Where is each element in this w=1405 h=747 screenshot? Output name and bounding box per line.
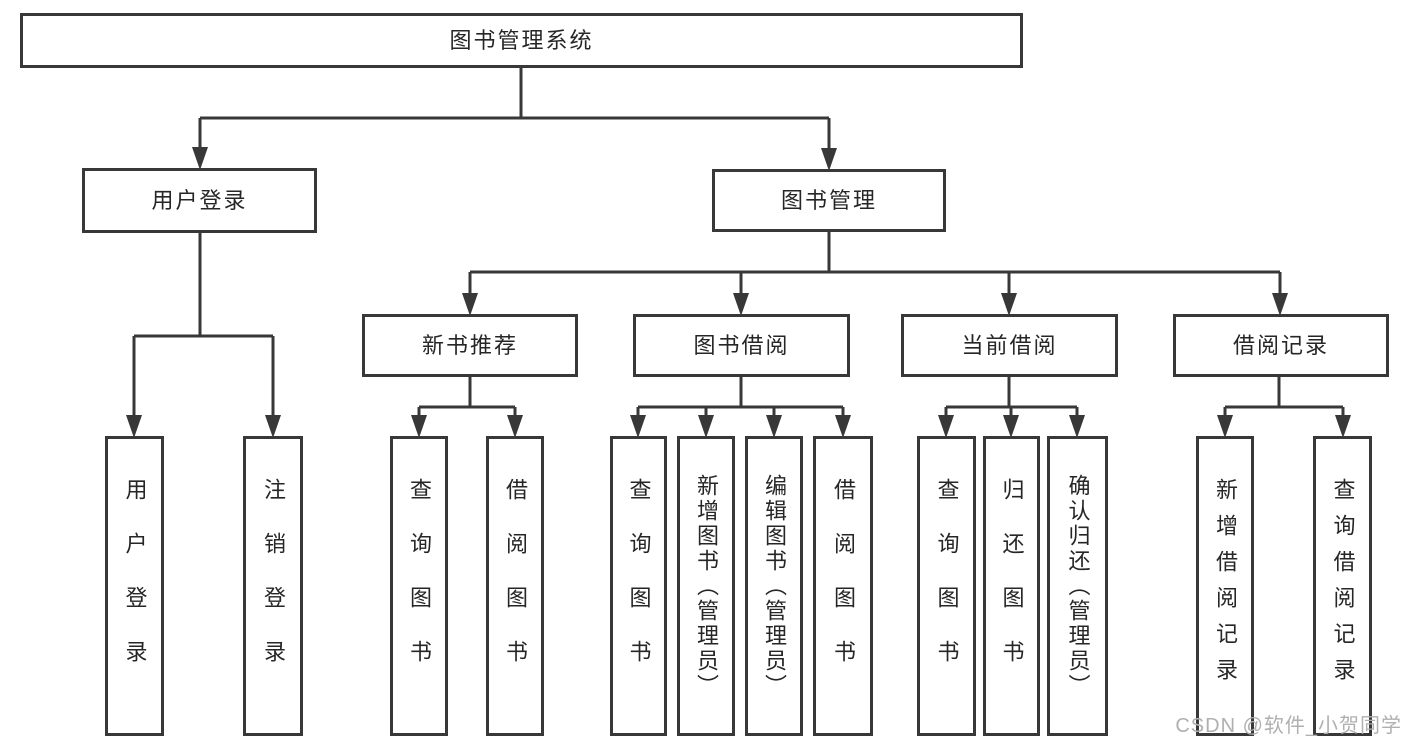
node-label: 新增借阅记录 [1213, 478, 1238, 694]
node-label: 新书推荐 [421, 332, 518, 358]
node-label: 查询借阅记录 [1330, 478, 1356, 694]
node-label: 借阅图书 [831, 478, 856, 694]
node-book-management: 图书管理 [712, 169, 946, 232]
node-label: 归还图书 [999, 478, 1025, 694]
node-label: 确认归还（管理员） [1065, 473, 1091, 699]
node-label: 图书管理 [780, 187, 877, 213]
node-label: 借阅记录 [1232, 332, 1329, 358]
node-query-borrow-record: 查询借阅记录 [1313, 436, 1372, 736]
csdn-watermark: CSDN @软件_小贺同学 [1175, 715, 1402, 737]
node-confirm-return-admin: 确认归还（管理员） [1047, 436, 1108, 736]
node-logout-leaf: 注销登录 [243, 436, 303, 736]
node-label: 图书管理系统 [449, 27, 594, 53]
node-new-book-recommend: 新书推荐 [362, 314, 578, 377]
node-query-books-recommend: 查询图书 [390, 436, 448, 736]
node-label: 用户登录 [122, 478, 148, 694]
node-label: 查询图书 [626, 478, 652, 694]
node-label: 查询图书 [407, 478, 432, 694]
node-query-books-current: 查询图书 [917, 436, 976, 736]
node-add-borrow-record: 新增借阅记录 [1196, 436, 1254, 736]
node-label: 注销登录 [261, 478, 286, 694]
node-user-login: 用户登录 [82, 168, 317, 233]
node-book-borrowing: 图书借阅 [633, 314, 850, 377]
node-user-login-leaf: 用户登录 [105, 436, 164, 736]
node-query-books-borrowing: 查询图书 [610, 436, 667, 736]
node-label: 查询图书 [934, 478, 960, 694]
node-label: 用户登录 [151, 187, 248, 213]
node-library-management-system: 图书管理系统 [20, 13, 1023, 68]
node-borrowing-records: 借阅记录 [1173, 314, 1389, 377]
node-label: 图书借阅 [693, 332, 790, 358]
node-borrow-books-recommend: 借阅图书 [486, 436, 544, 736]
node-label: 当前借阅 [961, 332, 1058, 358]
node-current-borrowing: 当前借阅 [901, 314, 1118, 377]
node-return-books: 归还图书 [983, 436, 1040, 736]
node-label: 借阅图书 [503, 478, 528, 694]
node-add-book-admin: 新增图书（管理员） [677, 436, 735, 736]
node-borrow-books-borrowing: 借阅图书 [813, 436, 873, 736]
node-label: 编辑图书（管理员） [762, 473, 787, 699]
node-label: 新增图书（管理员） [694, 473, 719, 699]
node-edit-book-admin: 编辑图书（管理员） [745, 436, 803, 736]
